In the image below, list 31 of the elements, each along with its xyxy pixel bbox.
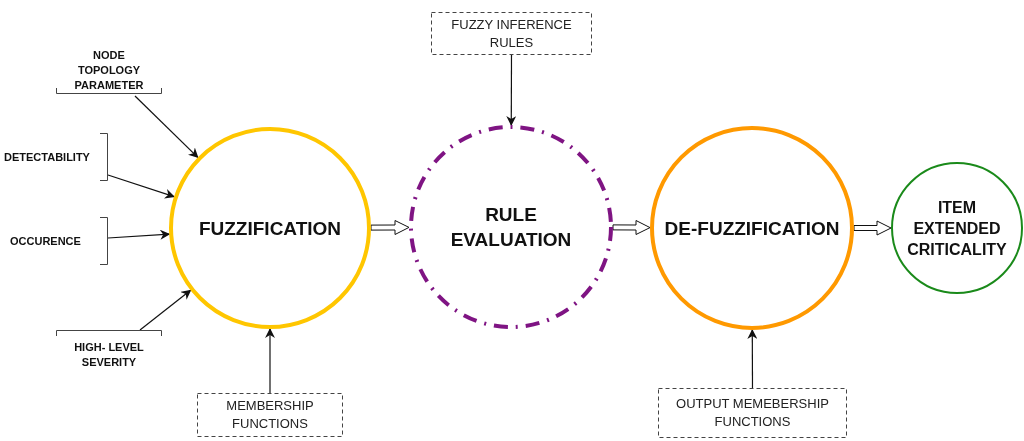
process-circle — [169, 127, 371, 329]
block-arrow — [370, 220, 410, 235]
input-label — [4, 133, 108, 181]
dashed-input-box — [658, 388, 847, 438]
input-label — [10, 217, 108, 265]
dashed-input-box — [197, 393, 343, 437]
process-circle — [891, 162, 1023, 294]
arrow — [265, 328, 275, 394]
arrow — [506, 54, 517, 126]
node-label: OCCURENCE — [10, 233, 81, 249]
block-arrow — [853, 220, 892, 236]
arrow — [747, 329, 758, 389]
arrow — [107, 174, 175, 199]
node-label: FUZZIFICATION — [198, 216, 342, 241]
node-label: HIGH- LEVEL SEVERITY — [73, 340, 145, 370]
process-circle — [409, 125, 613, 329]
node-label: FUZZY INFERENCE RULES — [450, 15, 573, 52]
node-label: DE-FUZZIFICATION — [664, 216, 840, 241]
node-label: ITEM EXTENDED CRITICALITY — [906, 197, 1008, 260]
node-label: DETECTABILITY — [4, 149, 90, 165]
node-label: RULE EVALUATION — [449, 203, 573, 252]
process-circle — [650, 126, 854, 330]
arrow — [139, 289, 192, 331]
node-label: NODE TOPOLOGY PARAMETER — [73, 48, 145, 93]
arrow — [107, 229, 171, 240]
arrow — [134, 95, 199, 159]
node-label: MEMBERSHIP FUNCTIONS — [225, 397, 315, 433]
node-label: OUTPUT MEMEBERSHIP FUNCTIONS — [675, 395, 830, 431]
block-arrow — [612, 220, 651, 235]
dashed-input-box — [431, 12, 592, 55]
input-label — [56, 48, 162, 94]
